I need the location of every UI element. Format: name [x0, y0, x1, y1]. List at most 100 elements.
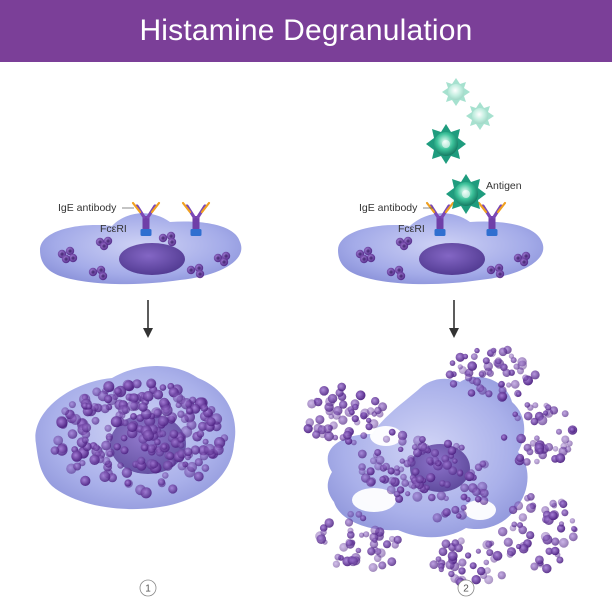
granule: [549, 499, 557, 508]
released-granules: [303, 345, 578, 587]
granule: [526, 448, 534, 456]
granule: [399, 458, 405, 464]
granule: [465, 472, 475, 481]
granule: [458, 558, 467, 567]
resting-mast-cell: IgE antibody FcεRI: [40, 201, 242, 285]
granule: [397, 430, 408, 441]
granule: [523, 458, 531, 466]
granule: [555, 453, 566, 464]
granule: [445, 560, 455, 570]
granule: [424, 484, 430, 491]
page-title: Histamine Degranulation: [139, 14, 473, 47]
granule: [479, 496, 489, 506]
granule: [121, 419, 129, 427]
granule: [347, 510, 355, 518]
granule: [524, 402, 531, 408]
granule: [154, 438, 161, 446]
granule: [201, 464, 210, 472]
granule: [202, 438, 209, 445]
granule: [198, 421, 208, 431]
granule: [443, 481, 451, 489]
granule: [506, 550, 514, 558]
granule: [449, 360, 456, 366]
granule: [149, 459, 159, 469]
nucleus: [419, 243, 485, 275]
granule: [121, 467, 133, 478]
granule: [415, 475, 424, 484]
granule: [190, 445, 200, 455]
granule: [90, 403, 99, 412]
granule: [560, 442, 568, 450]
granule: [569, 518, 576, 524]
granule: [556, 428, 562, 435]
granule: [551, 537, 560, 546]
granule: [73, 462, 82, 471]
granule: [194, 458, 203, 467]
granule: [568, 532, 578, 542]
granule: [470, 353, 478, 360]
ige-antibody-label: IgE antibody: [58, 202, 117, 214]
granule: [177, 436, 184, 443]
granule: [143, 391, 154, 402]
granule: [537, 415, 548, 426]
granule: [374, 406, 382, 415]
granule: [175, 402, 182, 409]
granule: [349, 409, 355, 416]
granule: [67, 429, 78, 439]
granule: [316, 534, 327, 544]
granule: [161, 404, 173, 417]
granule: [332, 411, 341, 420]
granule: [360, 432, 368, 439]
granule: [177, 441, 185, 449]
granule: [556, 556, 564, 564]
granule: [61, 407, 70, 416]
granule: [506, 382, 512, 388]
granule: [190, 403, 201, 414]
granule: [127, 422, 138, 433]
granule: [159, 384, 167, 391]
granule: [559, 500, 568, 509]
granule: [516, 453, 525, 462]
granule: [186, 407, 194, 414]
granule: [451, 505, 460, 514]
granule: [360, 515, 367, 522]
granule: [514, 415, 521, 422]
granule: [561, 410, 569, 418]
step-marker-1: 1: [139, 579, 157, 597]
granule: [363, 531, 370, 538]
granule: [484, 567, 491, 574]
granule: [370, 525, 380, 535]
granule: [124, 479, 132, 487]
granule: [328, 413, 334, 420]
granule: [368, 563, 378, 572]
granule: [452, 458, 458, 464]
granule: [485, 540, 493, 548]
granule: [473, 377, 481, 386]
arrow-down-icon: [449, 300, 459, 338]
granule: [447, 446, 457, 455]
granule: [387, 467, 395, 475]
granule: [443, 495, 449, 502]
granule: [206, 417, 216, 427]
granule: [141, 444, 149, 451]
granule: [514, 501, 524, 511]
granule: [352, 403, 359, 411]
granule: [388, 476, 397, 485]
granule: [351, 415, 359, 423]
granule: [140, 487, 152, 499]
granule: [442, 508, 451, 517]
granule: [343, 430, 352, 440]
granule: [407, 458, 416, 467]
granule: [315, 415, 325, 425]
granule: [56, 417, 68, 429]
granule: [80, 475, 91, 486]
granule: [348, 556, 358, 567]
granule: [441, 539, 451, 549]
granule: [79, 460, 86, 467]
nucleus: [119, 243, 185, 275]
granule: [455, 352, 465, 362]
granule: [460, 483, 469, 493]
granule: [518, 543, 529, 554]
granule: [169, 429, 179, 439]
granule: [68, 401, 76, 409]
